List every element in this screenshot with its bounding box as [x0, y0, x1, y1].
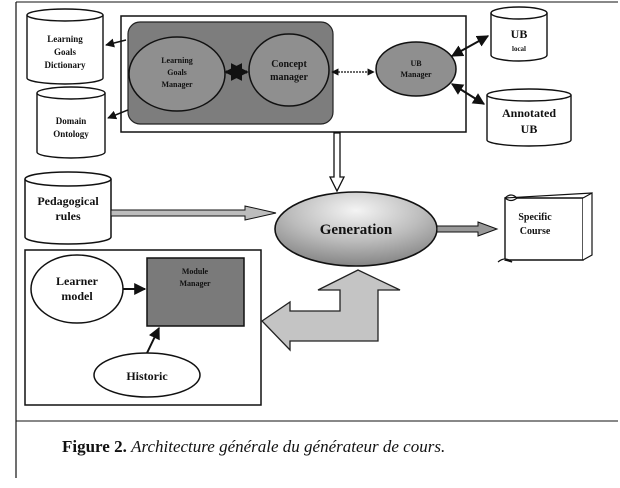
ub-local-sub: local: [512, 45, 526, 53]
lg-dictionary-line2: Goals: [54, 47, 77, 57]
arrow-to-domain-ontology: [107, 109, 129, 120]
lg-dictionary-line1: Learning: [47, 34, 83, 44]
generation: Generation: [274, 191, 438, 267]
arrow-ub-manager-to-ub-local: [450, 35, 490, 57]
lg-manager-line3: Manager: [161, 80, 193, 89]
arrow-generation-to-course: [436, 221, 499, 237]
ub-manager: UB Manager: [375, 41, 457, 97]
arrow-top-to-generation: [328, 132, 346, 193]
arrow-historic-to-module: [146, 326, 160, 354]
historic-label: Historic: [126, 369, 168, 383]
caption-label: Figure 2.: [62, 437, 127, 456]
learner-subsystem-box: [24, 249, 262, 406]
annotated-ub-line1: Annotated: [502, 106, 556, 120]
specific-course: Specific Course: [497, 191, 593, 263]
module-manager-line1: Module: [182, 267, 209, 276]
learner-model: Learner model: [30, 254, 124, 324]
top-subsystem-box: [120, 15, 467, 133]
lg-manager-line1: Learning: [161, 56, 193, 65]
specific-course-line1: Specific: [518, 212, 552, 223]
learner-model-line2: model: [61, 289, 93, 303]
pedagogical-rules-line1: Pedagogical: [37, 194, 99, 208]
caption-text: Architecture générale du générateur de c…: [131, 437, 446, 456]
specific-course-line2: Course: [520, 226, 551, 237]
learning-goals-manager: Learning Goals Manager: [128, 36, 226, 112]
pedagogical-rules: Pedagogical rules: [24, 171, 112, 245]
lg-manager-line2: Goals: [167, 68, 187, 77]
arrow-ub-manager-to-annotated-ub: [450, 83, 486, 105]
learning-goals-dictionary: Learning Goals Dictionary: [26, 8, 104, 85]
concept-manager-line2: manager: [270, 72, 308, 83]
annotated-ub: Annotated UB: [486, 88, 572, 147]
block-arrow-generation-learner: [260, 269, 401, 352]
lg-dictionary-line3: Dictionary: [45, 60, 86, 70]
figure-caption: Figure 2. Architecture générale du génér…: [62, 437, 620, 457]
concept-manager-line1: Concept: [271, 59, 307, 70]
arrow-to-lg-dictionary: [105, 38, 127, 48]
domain-ontology-line2: Ontology: [53, 129, 89, 139]
domain-ontology: Domain Ontology: [36, 86, 106, 159]
historic: Historic: [93, 352, 201, 398]
arrow-rules-to-generation: [110, 205, 277, 221]
generation-label: Generation: [320, 222, 393, 238]
domain-ontology-line1: Domain: [56, 116, 87, 126]
ub-local-title: UB: [511, 27, 528, 41]
concept-manager: Concept manager: [248, 33, 330, 107]
annotated-ub-line2: UB: [521, 122, 538, 136]
ub-manager-line1: UB: [410, 59, 422, 68]
pedagogical-rules-line2: rules: [55, 209, 81, 223]
learner-model-line1: Learner: [56, 274, 99, 288]
module-manager: Module Manager: [146, 257, 245, 327]
ub-manager-line2: Manager: [400, 70, 432, 79]
module-manager-line2: Manager: [179, 279, 211, 288]
ub-local: UB local: [490, 6, 548, 62]
